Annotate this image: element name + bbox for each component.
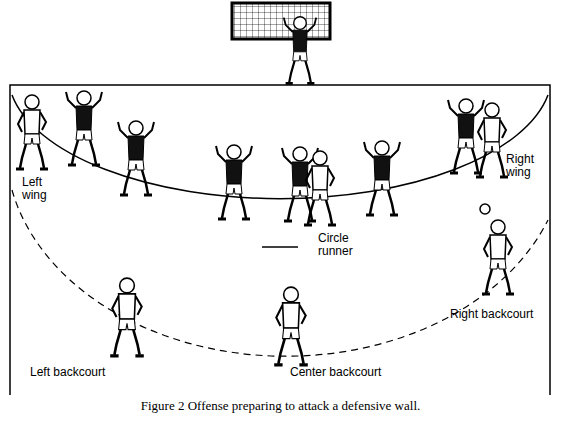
defender-figure xyxy=(118,121,154,195)
attacker-figure xyxy=(16,95,48,169)
defender-figure xyxy=(448,99,484,173)
defender-figure xyxy=(364,141,400,215)
court-line xyxy=(10,85,550,395)
player-label: Left wing xyxy=(22,176,56,202)
attacker-figure xyxy=(482,220,514,294)
player-label: Left backcourt xyxy=(30,366,140,379)
attacker-figure xyxy=(110,278,144,356)
player-label: Circle runner xyxy=(318,232,370,258)
player-label: Right backcourt xyxy=(450,308,560,321)
ball xyxy=(480,204,490,214)
attacker-figure xyxy=(274,287,308,365)
attacker-figure xyxy=(476,103,508,177)
goalkeeper-figure xyxy=(284,17,316,84)
seven-meter-mark xyxy=(262,246,298,248)
defender-figure xyxy=(216,145,252,219)
figure-caption: Figure 2 Offense preparing to attack a d… xyxy=(0,398,561,414)
player-label: Right wing xyxy=(506,153,546,179)
defender-figure xyxy=(66,91,102,165)
free-throw-line xyxy=(12,190,548,356)
player-label: Center backcourt xyxy=(290,366,410,379)
attacker-figure xyxy=(304,151,336,225)
